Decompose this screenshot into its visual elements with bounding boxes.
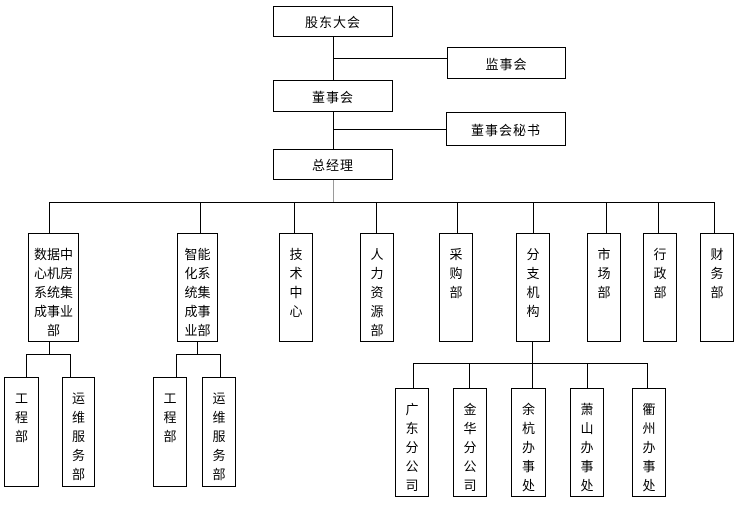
connector-line xyxy=(333,129,446,130)
node-technology-center: 技术中心 xyxy=(279,233,313,342)
connector-line xyxy=(333,112,334,149)
connector-line xyxy=(26,354,71,355)
node-intelligent-systems-division: 智能化系统集成事业部 xyxy=(177,233,218,342)
connector-line xyxy=(70,354,71,377)
connector-line xyxy=(26,354,27,377)
node-quzhou-office: 衢州办事处 xyxy=(632,388,666,497)
node-yuhang-office: 余杭办事处 xyxy=(511,388,546,497)
node-administration-dept: 行政部 xyxy=(643,233,677,342)
node-board-of-directors: 董事会 xyxy=(273,80,393,112)
connector-line xyxy=(294,202,295,233)
connector-line xyxy=(376,202,377,233)
connector-line xyxy=(197,342,198,355)
node-supervisory-board: 监事会 xyxy=(447,47,566,79)
node-general-manager: 总经理 xyxy=(273,149,393,180)
node-human-resources-dept: 人力资源部 xyxy=(360,233,394,342)
node-xiaoshan-office: 萧山办事处 xyxy=(570,388,604,497)
node-branch-organizations: 分支机构 xyxy=(516,233,550,342)
connector-line xyxy=(658,202,659,233)
connector-line xyxy=(469,363,470,388)
connector-line xyxy=(176,354,221,355)
node-procurement-dept: 采购部 xyxy=(439,233,473,342)
connector-line xyxy=(532,342,533,364)
node-datacenter-integration-division: 数据中心机房系统集成事业部 xyxy=(28,233,79,342)
connector-line xyxy=(333,58,447,59)
node-board-secretary: 董事会秘书 xyxy=(446,112,566,146)
node-shareholders-meeting: 股东大会 xyxy=(273,6,393,37)
connector-line xyxy=(587,363,588,388)
connector-line xyxy=(413,363,648,364)
connector-line xyxy=(606,202,607,233)
connector-line xyxy=(457,202,458,233)
node-marketing-dept: 市场部 xyxy=(587,233,621,342)
node-engineering-dept-datacenter: 工程部 xyxy=(4,377,39,487)
connector-line xyxy=(333,180,334,203)
node-engineering-dept-intelligent: 工程部 xyxy=(153,377,187,487)
node-om-service-dept-datacenter: 运维服务部 xyxy=(62,377,95,487)
node-finance-dept: 财务部 xyxy=(700,233,734,342)
connector-line xyxy=(220,354,221,377)
connector-line xyxy=(176,354,177,377)
node-guangdong-branch: 广东分公司 xyxy=(395,388,429,497)
connector-line xyxy=(714,202,715,233)
node-jinhua-branch: 金华分公司 xyxy=(453,388,487,497)
connector-line xyxy=(49,202,715,203)
connector-line xyxy=(413,363,414,388)
connector-line xyxy=(49,202,50,233)
connector-line xyxy=(532,363,533,388)
connector-line xyxy=(533,202,534,233)
node-om-service-dept-intelligent: 运维服务部 xyxy=(202,377,236,487)
connector-line xyxy=(647,363,648,388)
connector-line xyxy=(200,202,201,233)
connector-line xyxy=(49,342,50,355)
